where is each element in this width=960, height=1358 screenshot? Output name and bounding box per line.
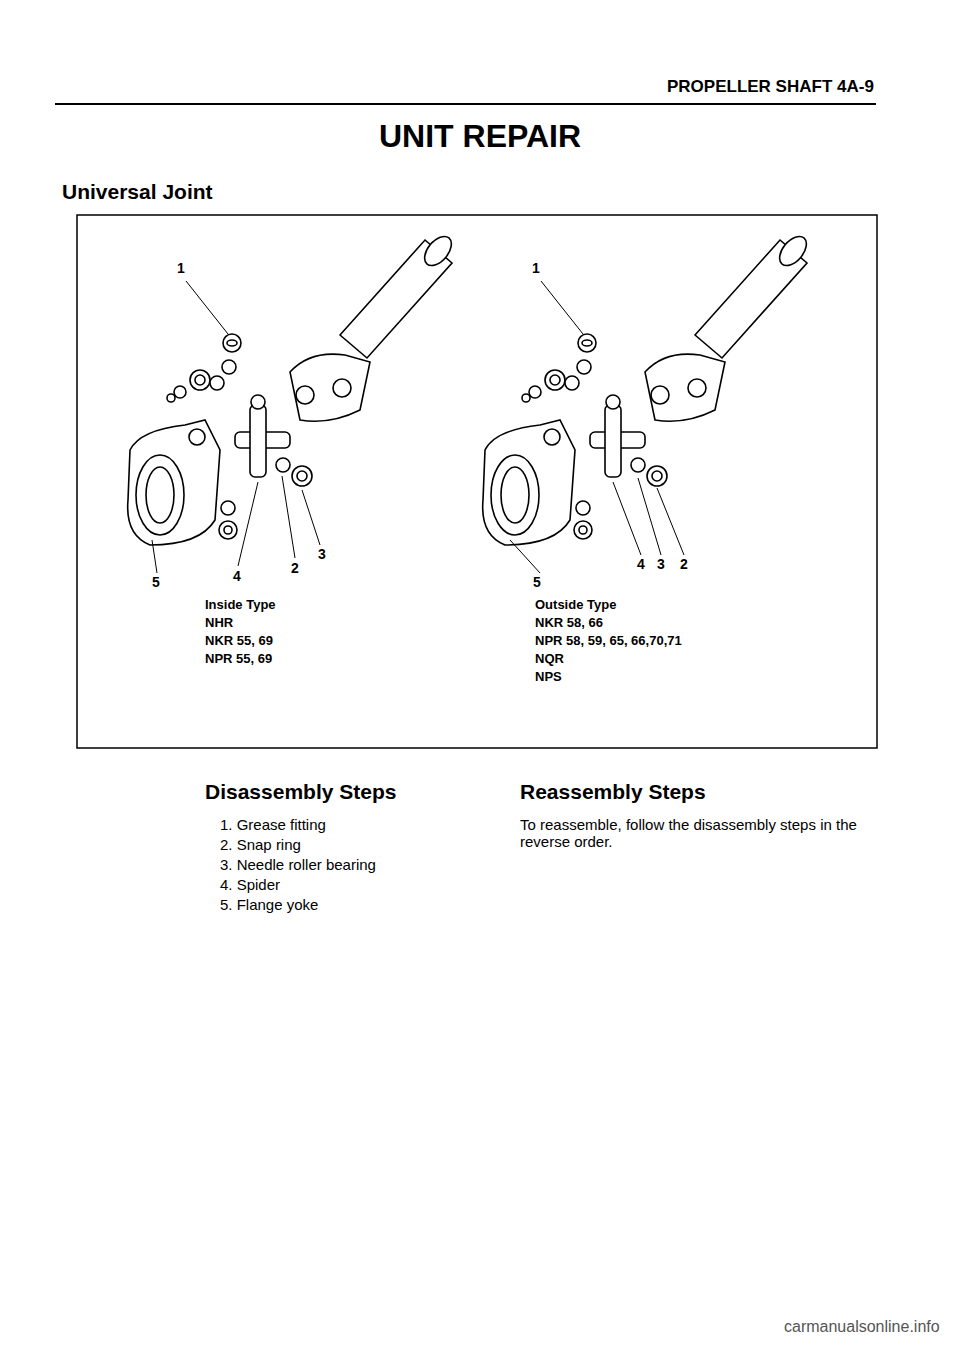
step-heading: Reassembly Steps [520, 780, 706, 804]
header-rule [55, 103, 876, 105]
model-list: NQR [535, 652, 564, 667]
model-list: NPS [535, 670, 562, 685]
model-list: NKR 55, 69 [205, 634, 273, 649]
callout-number: 3 [318, 546, 326, 562]
section-heading: Universal Joint [62, 180, 213, 204]
callout-number: 1 [177, 260, 185, 276]
step-note: To reassemble, follow the disassembly st… [520, 816, 880, 851]
universal-joint-inside [128, 232, 457, 545]
model-list: NKR 58, 66 [535, 616, 603, 631]
type-heading: Inside Type [205, 598, 276, 613]
type-heading: Outside Type [535, 598, 616, 613]
figure-frame [77, 215, 877, 748]
step-item: 3. Needle roller bearing [220, 856, 376, 873]
callout-number: 3 [657, 556, 665, 572]
watermark: carmanualsonline.info [784, 1318, 940, 1336]
step-heading: Disassembly Steps [205, 780, 396, 804]
callout-number: 2 [680, 556, 688, 572]
callout-number: 4 [233, 568, 241, 584]
callout-number: 5 [533, 574, 541, 590]
callout-number: 4 [637, 556, 645, 572]
step-item: 4. Spider [220, 876, 280, 893]
page-header: PROPELLER SHAFT 4A-9 [667, 77, 874, 97]
leader-lines [152, 281, 684, 573]
callout-number: 2 [291, 560, 299, 576]
step-item: 1. Grease fitting [220, 816, 326, 833]
model-list: NHR [205, 616, 233, 631]
callout-number: 1 [532, 260, 540, 276]
step-item: 2. Snap ring [220, 836, 301, 853]
callout-number: 5 [152, 574, 160, 590]
model-list: NPR 58, 59, 65, 66,70,71 [535, 634, 682, 649]
model-list: NPR 55, 69 [205, 652, 272, 667]
page-title: UNIT REPAIR [379, 118, 581, 155]
universal-joint-outside [483, 232, 812, 545]
step-item: 5. Flange yoke [220, 896, 318, 913]
